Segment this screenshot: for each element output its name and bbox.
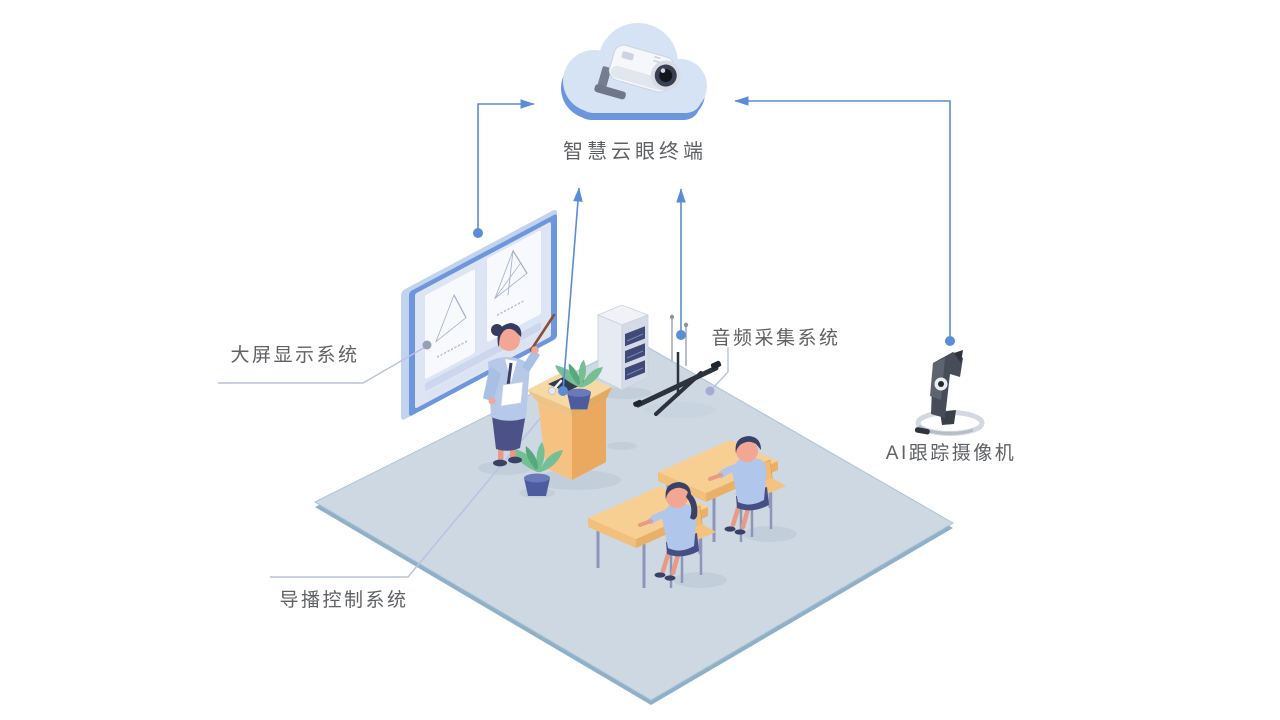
student-girl [638, 482, 716, 588]
student-boy [708, 436, 786, 542]
pointer-stick [529, 313, 556, 352]
podium-mic [548, 386, 557, 395]
server-cabinet-icon [596, 304, 650, 391]
label-ai-camera: AI跟踪摄像机 [886, 442, 1016, 464]
connector-dot [422, 340, 432, 350]
label-cloud-terminal: 智慧云眼终端 [563, 140, 707, 163]
cloud-camera-icon [561, 23, 707, 120]
paper [500, 381, 524, 407]
connector-dot [676, 330, 686, 340]
connector-audio [705, 347, 729, 396]
plant-icon [511, 359, 603, 496]
connector-dot [945, 336, 955, 346]
display-screen-icon [401, 209, 557, 420]
connector-dot [558, 386, 568, 396]
label-director-system: 导播控制系统 [279, 589, 408, 611]
arrow-display-to-cloud [473, 99, 535, 238]
arrow-audio-to-cloud [676, 188, 686, 340]
camera-in-cloud-icon [594, 44, 681, 100]
connector-dot [705, 386, 715, 396]
connector-dot [473, 228, 483, 238]
label-display-system: 大屏显示系统 [230, 344, 359, 366]
microphone-stand-icon [633, 314, 722, 416]
arrow-director-to-cloud [558, 187, 583, 396]
label-audio-system: 音频采集系统 [711, 327, 840, 349]
connector-display [218, 340, 432, 384]
tracking-camera-icon [914, 350, 985, 436]
teacher-figure [483, 313, 556, 467]
arrow-aicamera-to-cloud [734, 96, 955, 346]
ponytail [686, 492, 698, 520]
